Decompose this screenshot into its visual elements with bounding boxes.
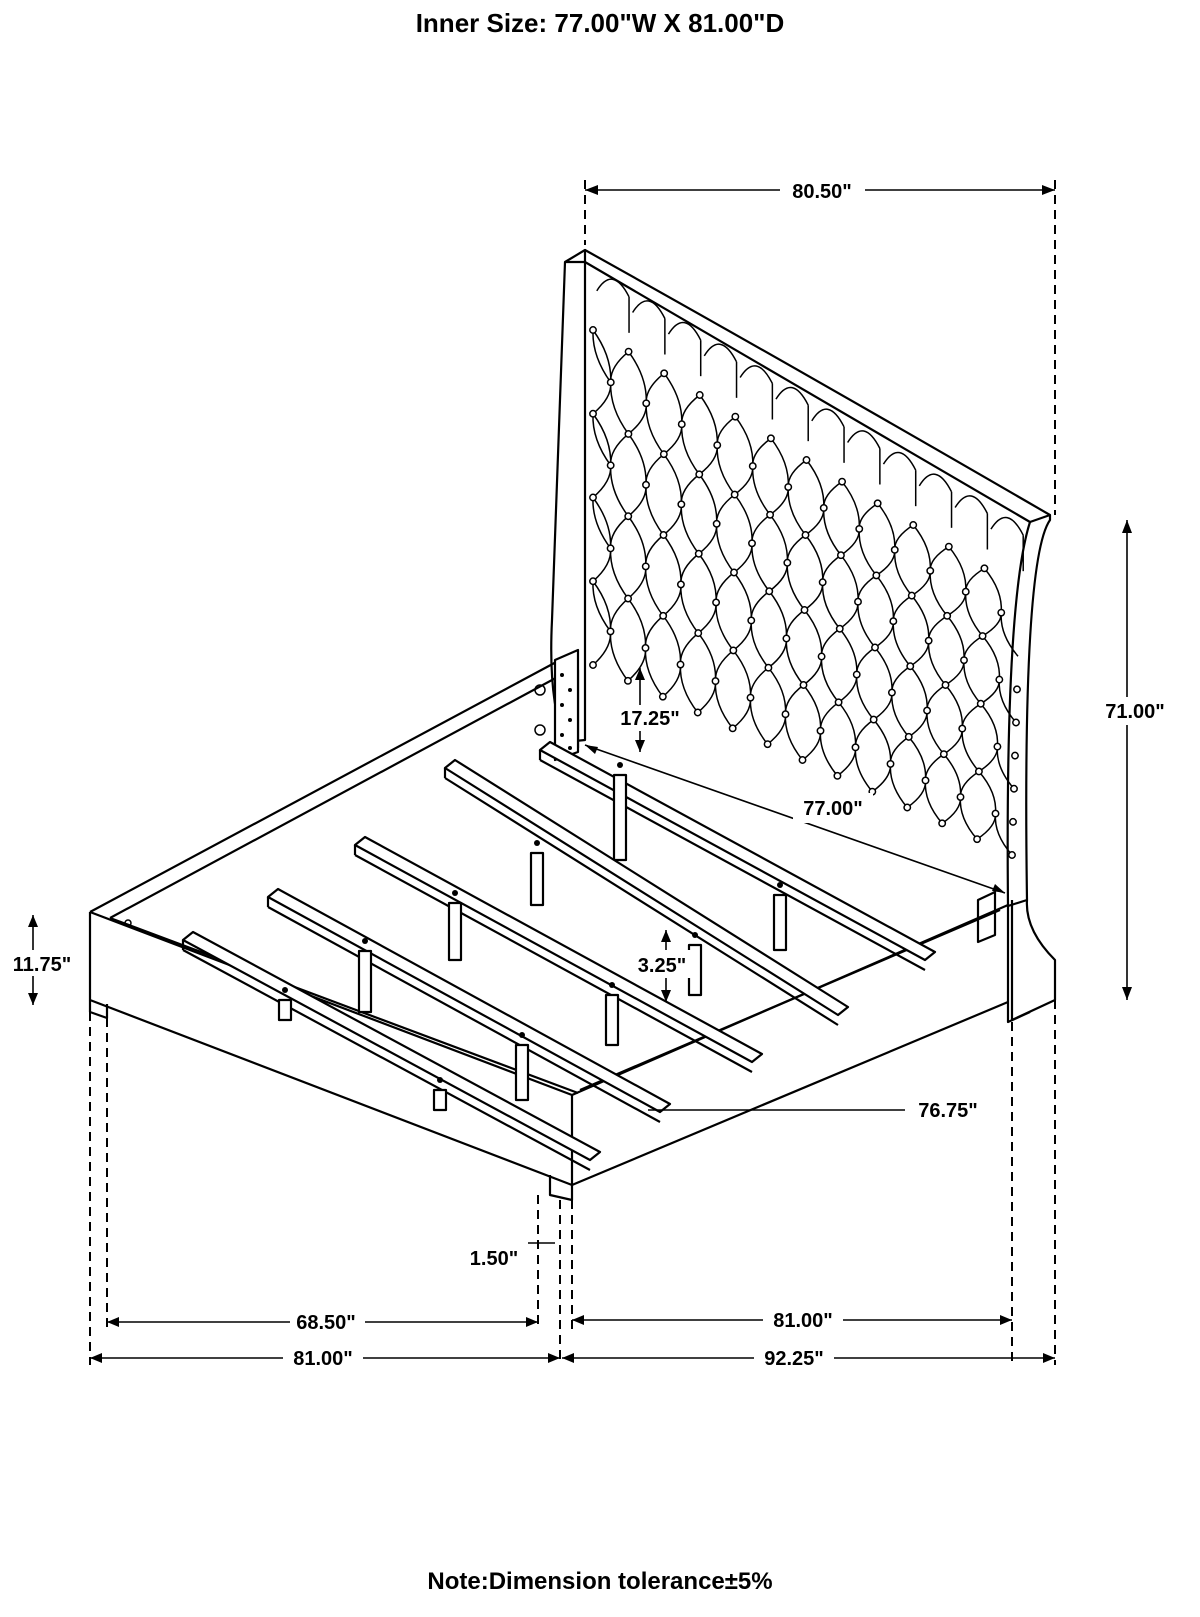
dimension-lines bbox=[5, 176, 1175, 1372]
dim-side-rail-height: 17.25" bbox=[620, 708, 680, 730]
slats bbox=[181, 740, 937, 1171]
tufted-headboard-pattern bbox=[589, 278, 1024, 859]
bed-frame bbox=[88, 648, 1031, 1202]
dim-leg-height: 1.50" bbox=[470, 1248, 518, 1270]
dim-inner-width: 77.00" bbox=[803, 798, 863, 820]
dim-front-outer: 81.00" bbox=[293, 1348, 353, 1370]
dim-slat-length: 76.75" bbox=[918, 1100, 978, 1122]
dim-headboard-height: 71.00" bbox=[1105, 701, 1165, 723]
dim-rail-height: 11.75" bbox=[13, 954, 71, 976]
dim-side-outer: 92.25" bbox=[764, 1348, 824, 1370]
tolerance-note: Note:Dimension tolerance±5% bbox=[427, 1568, 773, 1595]
dim-front-inner: 68.50" bbox=[296, 1312, 356, 1334]
headboard bbox=[550, 248, 1057, 1022]
dim-slat-height: 3.25" bbox=[638, 955, 686, 977]
dim-side-inner: 81.00" bbox=[773, 1310, 833, 1332]
dim-top-width: 80.50" bbox=[792, 181, 852, 203]
inner-size-title: Inner Size: 77.00"W X 81.00"D bbox=[415, 8, 785, 38]
